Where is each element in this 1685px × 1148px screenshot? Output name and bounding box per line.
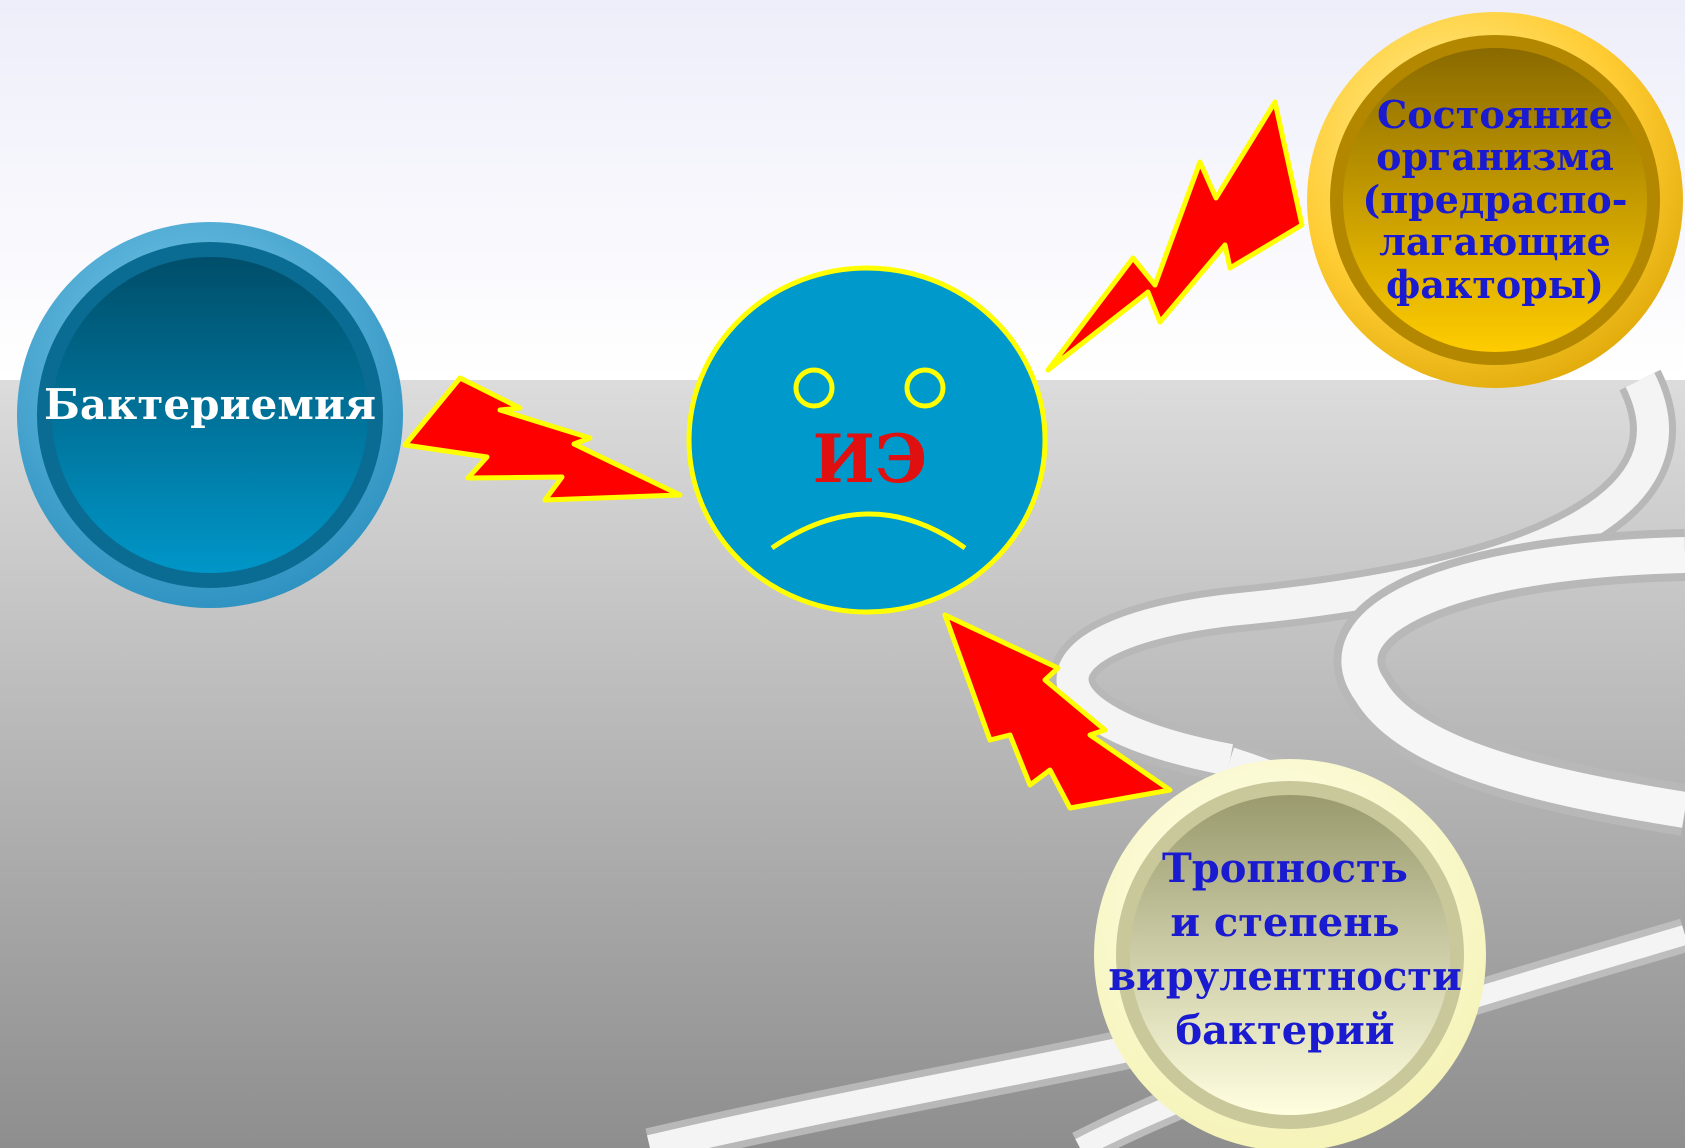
node-label-organism-state: Состояние организма (предраспо- лагающие…: [1362, 91, 1628, 307]
node-label-tropism: Тропность и степень вирулентности бактер…: [1108, 845, 1462, 1054]
node-organism-state: [1307, 12, 1683, 388]
bolt-bottom: [942, 612, 1173, 811]
center-label: ИЭ: [812, 420, 928, 499]
node-label-bacteremia: Бактериемия: [43, 380, 377, 430]
left-eye: [793, 367, 835, 409]
frown-mouth: [770, 511, 967, 551]
node-tropism: [1094, 759, 1486, 1148]
right-eye: [904, 367, 946, 409]
node-bacteremia: [17, 222, 403, 608]
sad-face-icon: [686, 265, 1048, 615]
bolt-left: [402, 375, 683, 503]
bolt-right: [1045, 99, 1305, 373]
